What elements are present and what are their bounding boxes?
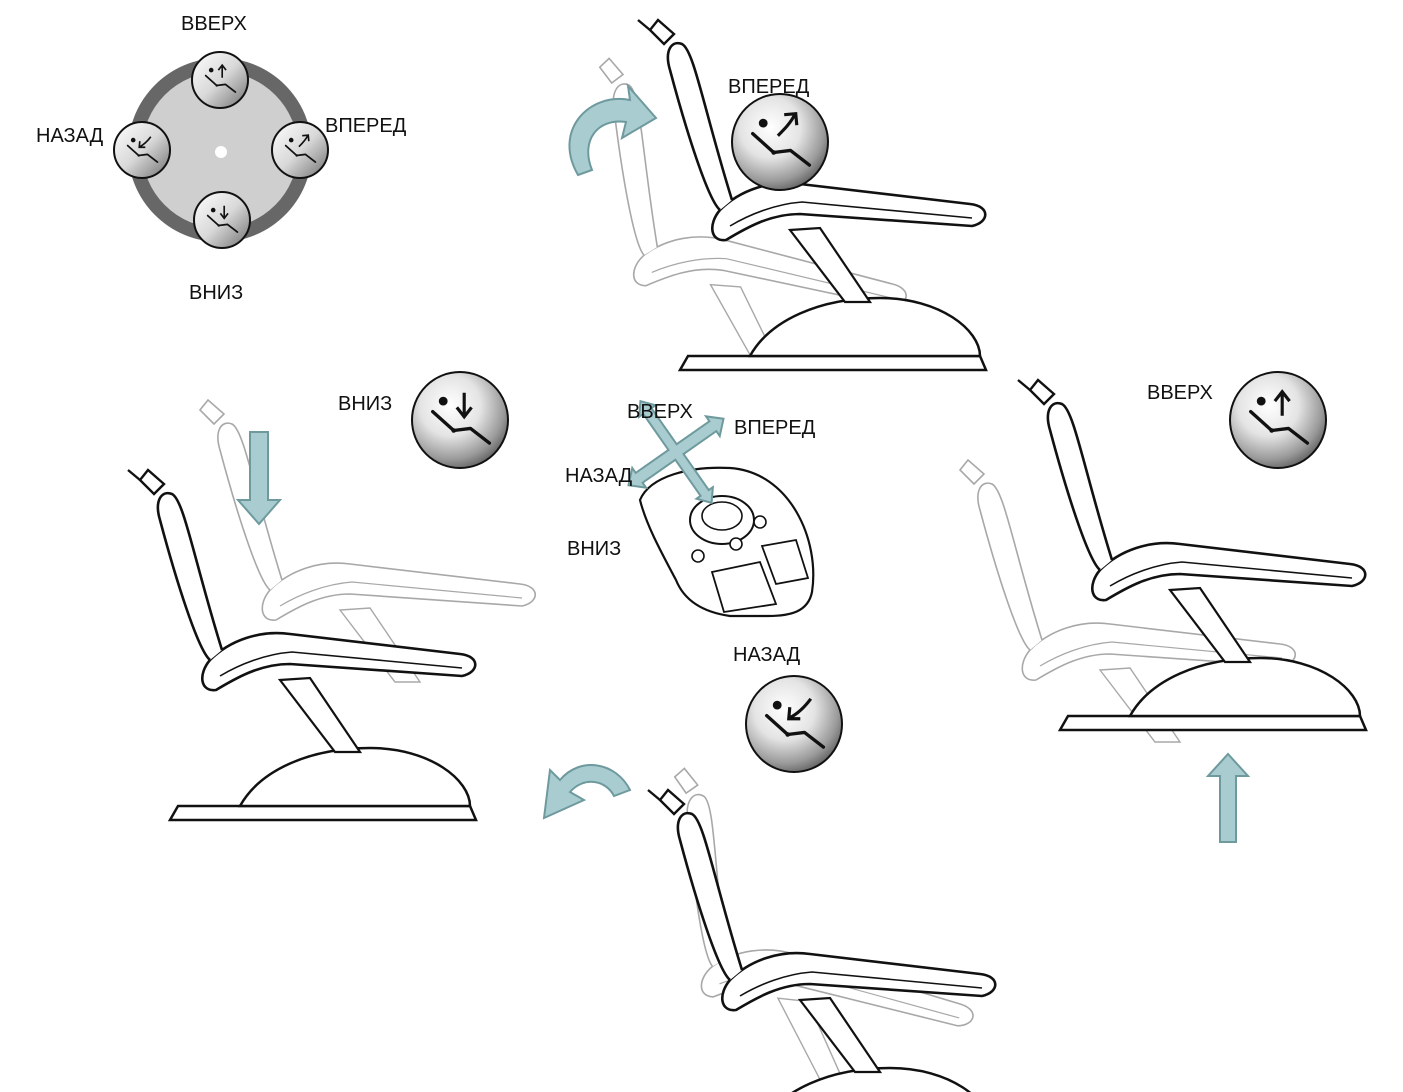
label-back: НАЗАД [733, 645, 800, 665]
label-forward: ВПЕРЕД [728, 77, 809, 97]
up-arrow [1208, 754, 1248, 842]
foot-control [640, 468, 813, 616]
large-button-down [412, 372, 508, 468]
label-disc-down: ВНИЗ [189, 283, 243, 303]
label-up: ВВЕРХ [1147, 383, 1213, 403]
label-disc-up: ВВЕРХ [181, 14, 247, 34]
large-button-up [1230, 372, 1326, 468]
disc-button-back[interactable] [114, 122, 170, 178]
label-pedal-down: ВНИЗ [567, 539, 621, 559]
large-button-back [746, 676, 842, 772]
label-disc-back: НАЗАД [36, 126, 103, 146]
label-pedal-up: ВВЕРХ [627, 402, 693, 422]
label-pedal-forward: ВПЕРЕД [734, 418, 815, 438]
disc-button-up[interactable] [192, 52, 248, 108]
disc-button-forward[interactable] [272, 122, 328, 178]
chair-forward-illustration [562, 20, 986, 383]
chair-back-illustration [628, 767, 1007, 1092]
label-pedal-back: НАЗАД [565, 466, 632, 486]
back-rotate-arrow [544, 765, 630, 818]
label-down: ВНИЗ [338, 394, 392, 414]
disc-button-down[interactable] [194, 192, 250, 248]
label-disc-forward: ВПЕРЕД [325, 116, 406, 136]
large-button-forward [732, 94, 828, 190]
